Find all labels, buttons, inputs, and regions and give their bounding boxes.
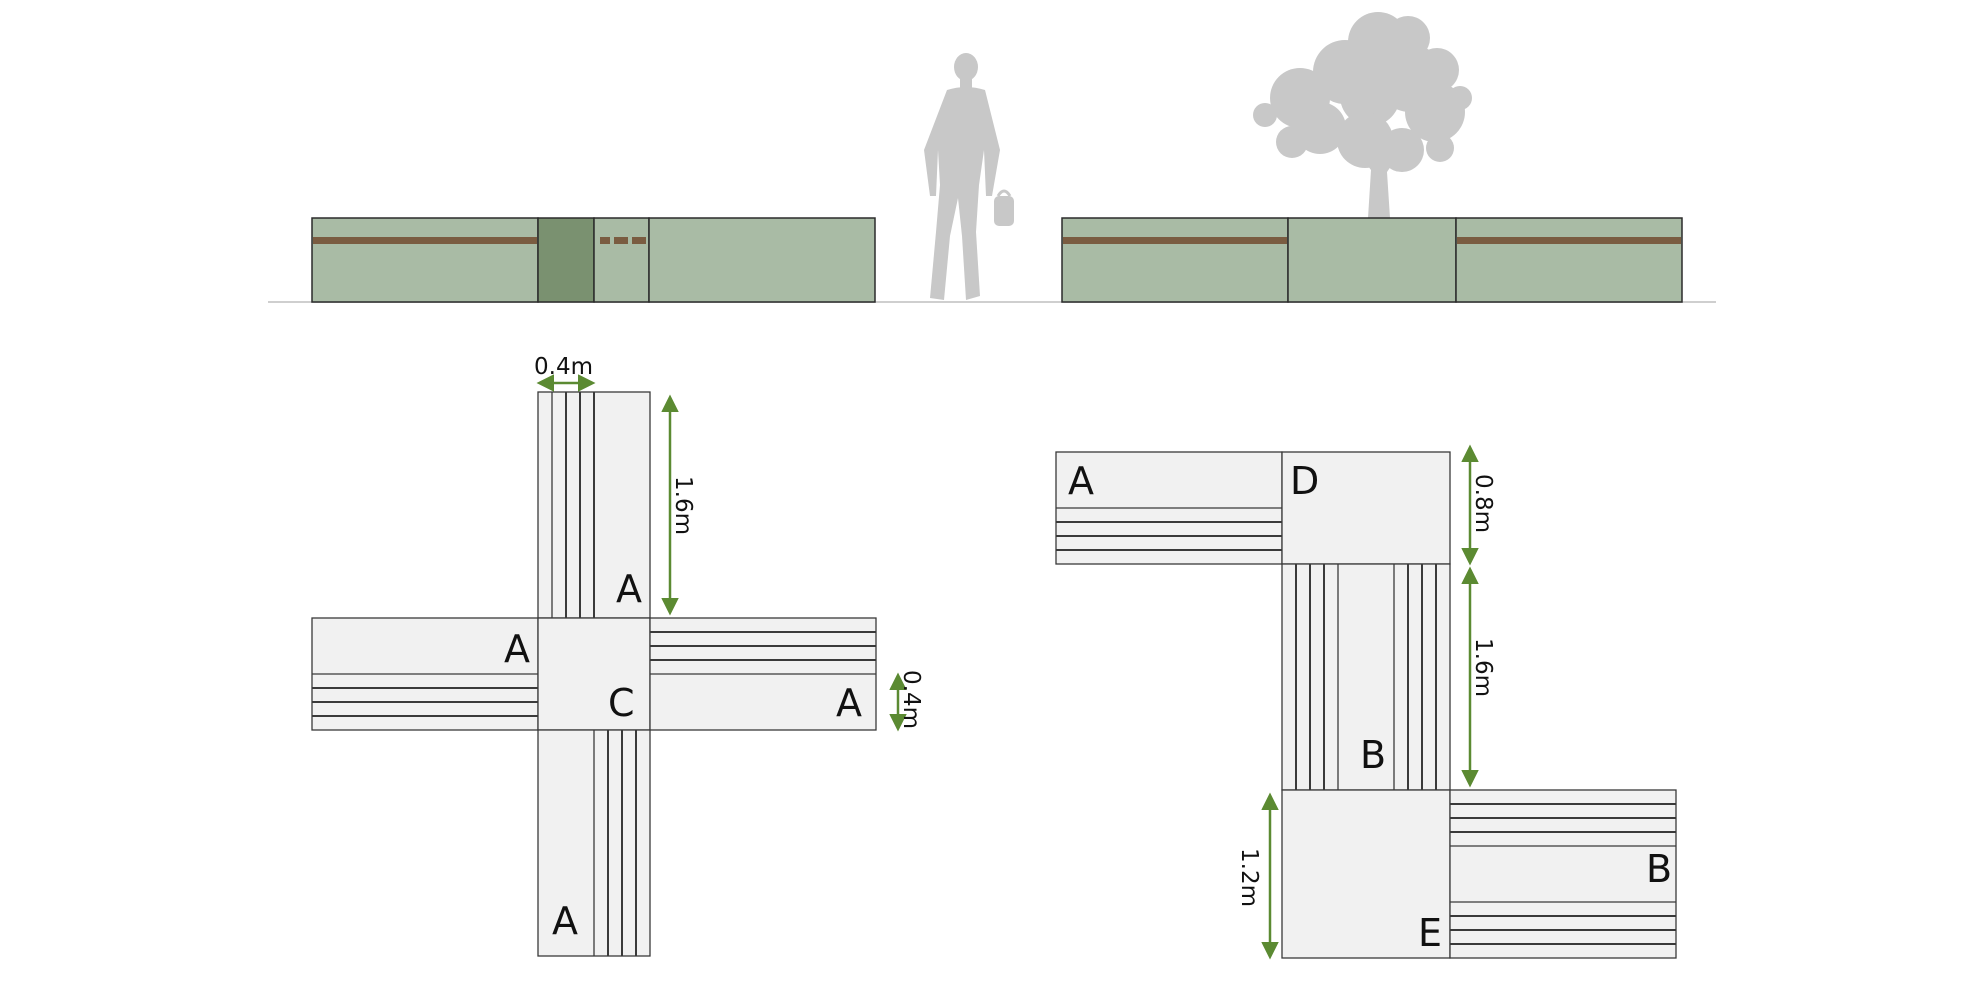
person-silhouette-icon [924, 53, 1014, 300]
dimension-vertical-length: 1.6m [1461, 566, 1496, 788]
dimension-length-north-label: 1.6m [670, 476, 696, 535]
label-west-module: A [504, 627, 530, 671]
label-center-module: C [608, 681, 635, 725]
dimension-corner-bottom-height: 1.2m [1236, 792, 1279, 960]
elevation-planter-block [648, 217, 876, 303]
plan-module-corner-bottom [1281, 789, 1451, 959]
wood-seat-strip [600, 237, 610, 244]
plan-zigzag [1055, 451, 1677, 959]
dimension-vertical-length-label: 1.6m [1470, 638, 1496, 697]
label-south-module: A [552, 899, 578, 943]
plan-cross [311, 391, 877, 957]
dimension-width-east: 0.4m [889, 670, 924, 732]
dimension-length-north: 1.6m [661, 394, 696, 616]
elevation-bench-b [1455, 217, 1683, 303]
elevation-planter-block [1287, 217, 1457, 303]
label-north-module: A [616, 567, 642, 611]
dimension-corner-height-label: 0.8m [1470, 474, 1496, 533]
elevation-bench-a [1061, 217, 1289, 303]
label-vertical-module: B [1360, 733, 1386, 777]
label-horizontal-module: B [1646, 847, 1672, 891]
wood-seat-strip [632, 237, 646, 244]
dimension-width-top-label: 0.4m [534, 354, 593, 380]
plan-module-corner-top [1281, 451, 1451, 565]
elevation-bench-a-back [593, 217, 650, 303]
dimension-corner-bottom-height-label: 1.2m [1236, 848, 1262, 907]
dimension-width-east-label: 0.4m [898, 670, 924, 729]
dimension-width-top: 0.4m [534, 354, 596, 392]
tree-silhouette-icon [1253, 12, 1472, 218]
wood-seat-strip [614, 237, 628, 244]
elevation-right-group [1061, 217, 1683, 303]
label-corner-bottom-module: E [1418, 911, 1442, 955]
elevation-view [268, 12, 1716, 303]
dimension-corner-height: 0.8m [1461, 444, 1496, 566]
wood-seat-strip [313, 237, 537, 244]
elevation-bench-a-left [311, 217, 539, 303]
wood-seat-strip [1457, 237, 1681, 244]
elevation-left-group [311, 217, 876, 303]
label-east-module: A [836, 681, 862, 725]
elevation-post [537, 217, 595, 303]
plan-module-horizontal [1449, 789, 1677, 959]
label-top-left-module: A [1068, 459, 1094, 503]
wood-seat-strip [1063, 237, 1287, 244]
plan-module-center [537, 617, 651, 731]
label-corner-top-module: D [1290, 459, 1319, 503]
